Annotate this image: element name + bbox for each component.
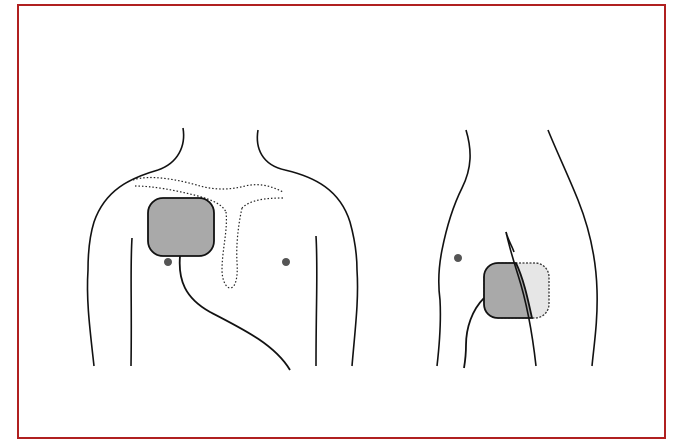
pectoral-pad	[148, 198, 214, 256]
side-front-contour	[437, 130, 470, 366]
side-nipple	[454, 254, 462, 262]
neck-left-line	[158, 128, 184, 170]
right-arm-outer	[352, 270, 358, 366]
front-view	[87, 128, 357, 370]
neck-right-line	[257, 130, 285, 170]
side-view	[437, 130, 597, 368]
right-armpit-line	[316, 236, 317, 366]
nipple-left	[282, 258, 290, 266]
lead-cable	[180, 256, 290, 370]
left-armpit-line	[131, 238, 132, 366]
nipple-right	[164, 258, 172, 266]
right-shoulder-line	[285, 170, 357, 270]
side-back-contour	[548, 130, 597, 366]
left-arm-outer	[87, 270, 94, 366]
side-lead-cable	[464, 298, 484, 368]
